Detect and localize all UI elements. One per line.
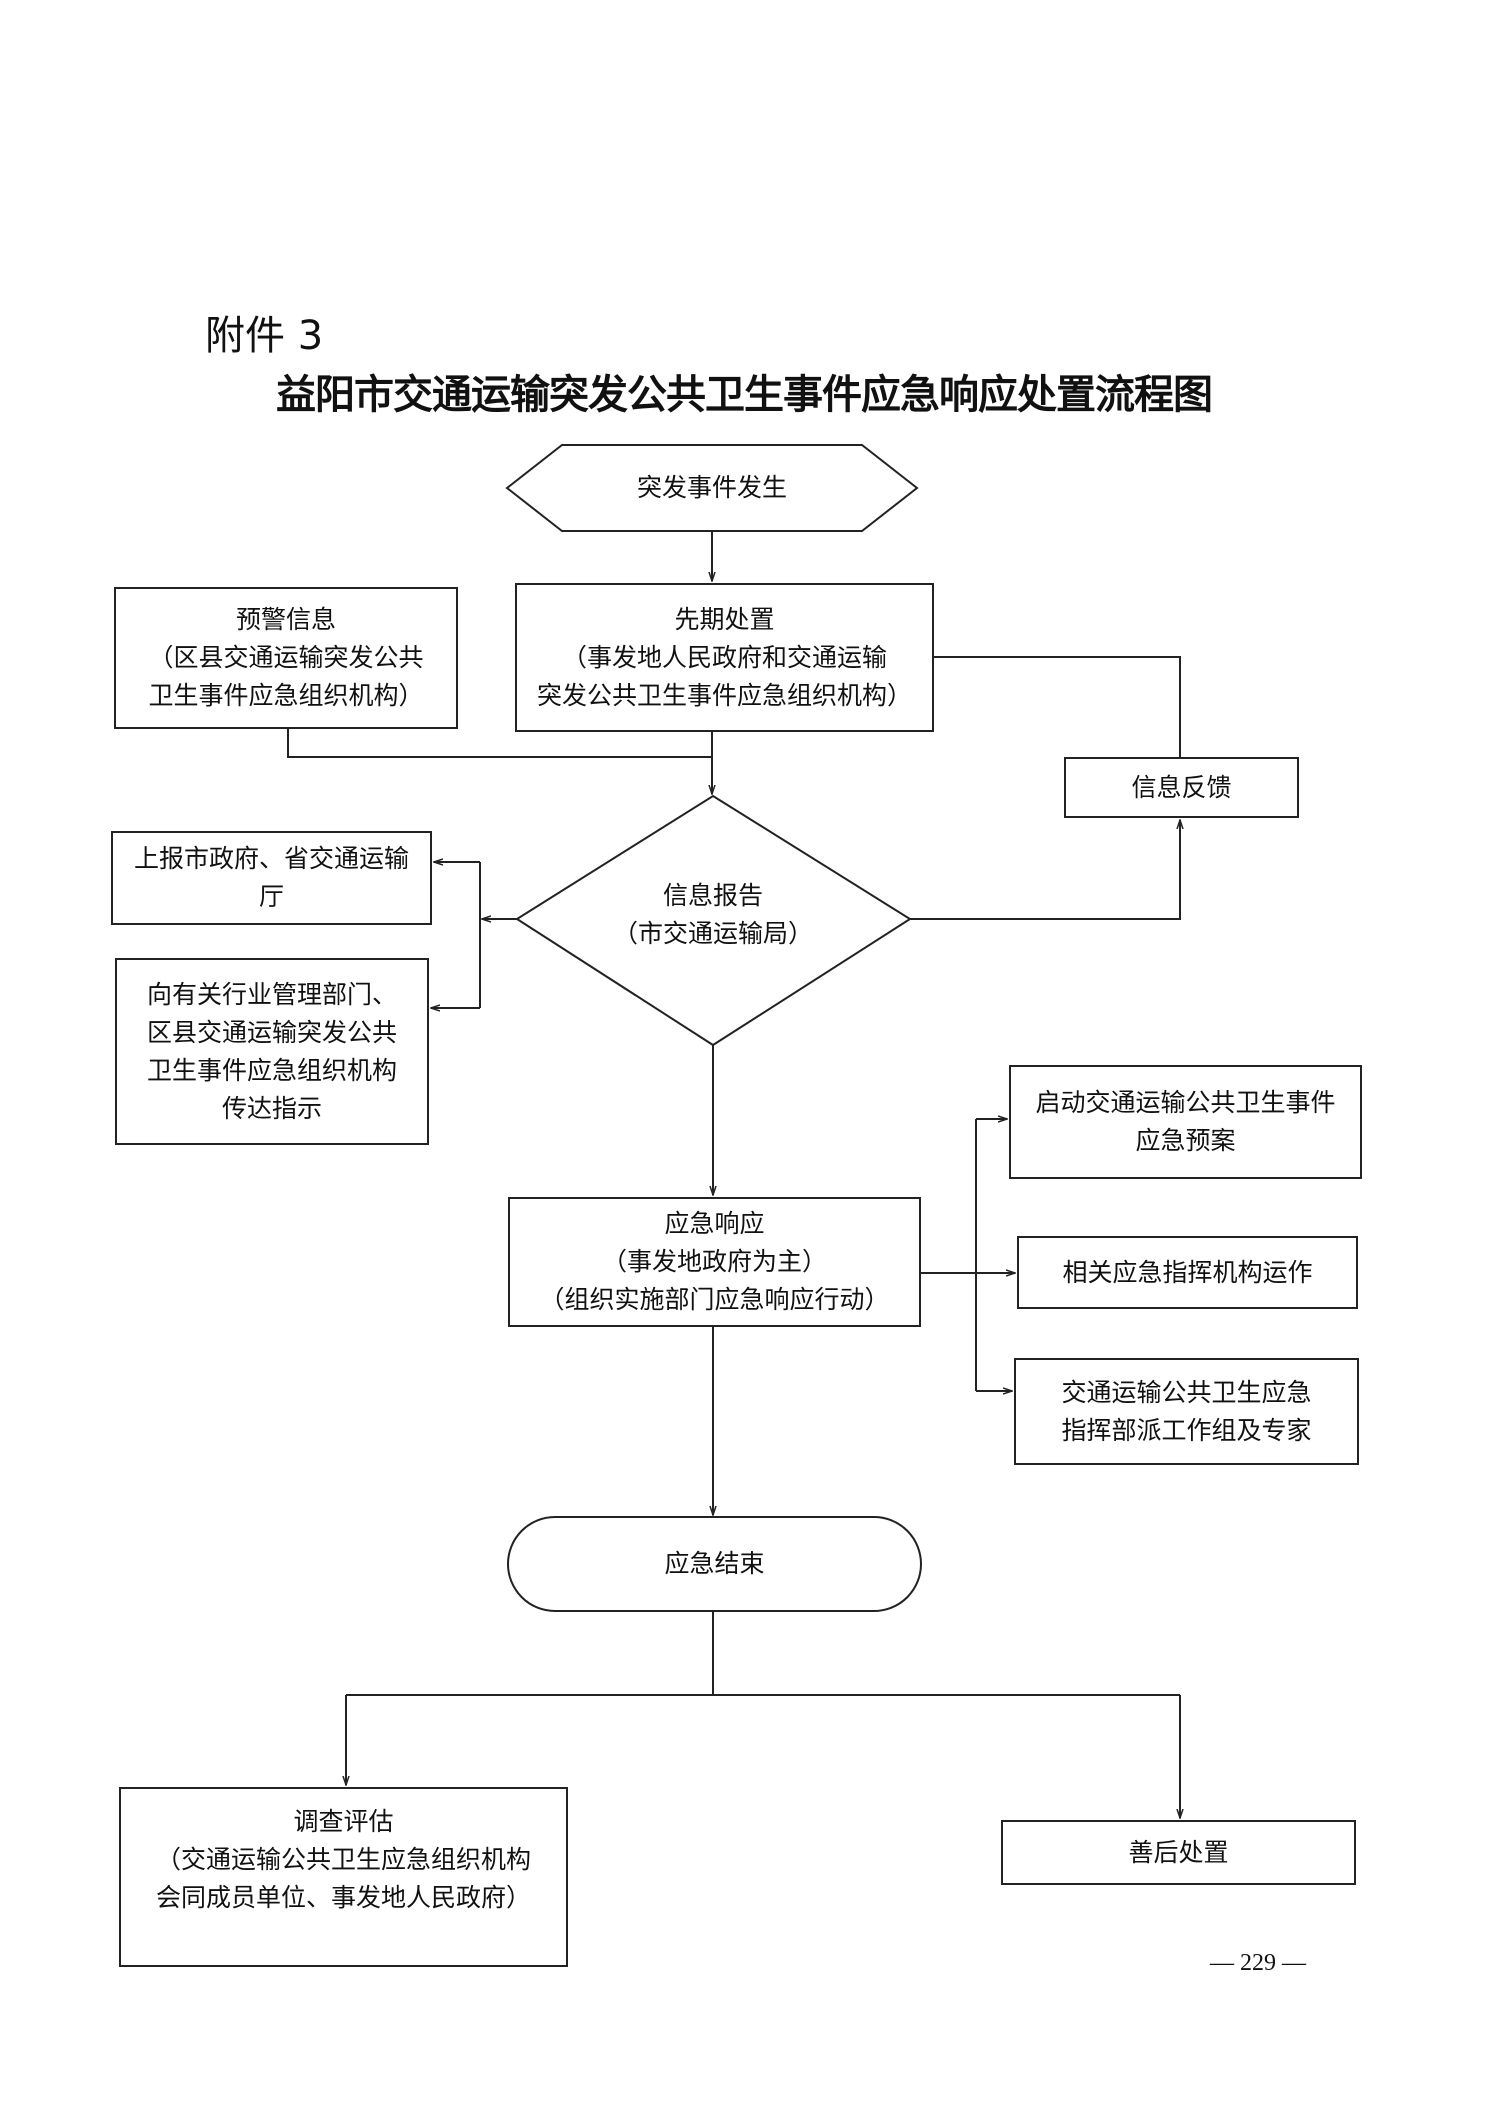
page-number: — 229 — [1210, 1950, 1306, 1976]
node-initial-line: 突发公共卫生事件应急组织机构） [536, 680, 912, 710]
node-initial: 先期处置 （事发地人民政府和交通运输 突发公共卫生事件应急组织机构） [515, 583, 934, 732]
node-end-text: 应急结束 [664, 1549, 765, 1578]
node-aftermath-text: 善后处置 [1128, 1837, 1229, 1867]
node-investigate-line: （交通运输公共卫生应急组织机构 [155, 1845, 531, 1874]
node-report-up-line: 厅 [258, 882, 284, 911]
node-end: 应急结束 [508, 1517, 921, 1611]
node-instruct-line: 卫生事件应急组织机构 [146, 1055, 397, 1085]
node-feedback-text: 信息反馈 [1131, 772, 1232, 802]
node-report-line: 信息报告 [662, 881, 763, 910]
node-response: 应急响应 （事发地政府为主） （组织实施部门应急响应行动） [508, 1197, 921, 1327]
node-response-line: （事发地政府为主） [601, 1247, 827, 1276]
node-initial-line: （事发地人民政府和交通运输 [561, 642, 887, 672]
node-report-up-line: 上报市政府、省交通运输 [133, 844, 409, 873]
node-report: 信息报告 （市交通运输局） [580, 850, 846, 980]
node-command: 相关应急指挥机构运作 [1017, 1236, 1358, 1309]
node-report-up: 上报市政府、省交通运输 厅 [111, 831, 432, 925]
node-incident: 突发事件发生 [507, 445, 917, 531]
node-instruct-line: 区县交通运输突发公共 [146, 1017, 397, 1047]
node-plan-line: 应急预案 [1135, 1126, 1236, 1155]
node-warning: 预警信息 （区县交通运输突发公共 卫生事件应急组织机构） [114, 587, 458, 729]
incident-hexagon [505, 444, 919, 532]
node-investigate-line: 调查评估 [293, 1807, 394, 1836]
node-experts-line: 指挥部派工作组及专家 [1061, 1415, 1312, 1445]
end-terminator [507, 1516, 922, 1612]
node-investigate: 调查评估 （交通运输公共卫生应急组织机构 会同成员单位、事发地人民政府） [119, 1787, 568, 1967]
node-warning-line: 卫生事件应急组织机构） [148, 681, 424, 710]
attachment-label: 附件 3 [205, 313, 324, 359]
node-warning-line: 预警信息 [235, 605, 336, 634]
node-plan: 启动交通运输公共卫生事件 应急预案 [1009, 1065, 1362, 1179]
node-experts-line: 交通运输公共卫生应急 [1061, 1377, 1312, 1407]
node-investigate-line: 会同成员单位、事发地人民政府） [155, 1883, 531, 1912]
node-response-line: （组织实施部门应急响应行动） [539, 1285, 890, 1314]
node-plan-line: 启动交通运输公共卫生事件 [1035, 1088, 1336, 1117]
node-feedback: 信息反馈 [1064, 757, 1299, 818]
node-warning-line: （区县交通运输突发公共 [148, 643, 424, 672]
node-instruct-line: 传达指示 [221, 1093, 322, 1123]
node-experts: 交通运输公共卫生应急 指挥部派工作组及专家 [1014, 1358, 1359, 1465]
node-initial-line: 先期处置 [674, 604, 775, 634]
node-aftermath: 善后处置 [1001, 1820, 1356, 1885]
node-instruct: 向有关行业管理部门、 区县交通运输突发公共 卫生事件应急组织机构 传达指示 [115, 958, 429, 1145]
node-incident-text: 突发事件发生 [636, 473, 787, 502]
node-command-text: 相关应急指挥机构运作 [1062, 1257, 1313, 1287]
node-instruct-line: 向有关行业管理部门、 [146, 979, 397, 1009]
page-title: 益阳市交通运输突发公共卫生事件应急响应处置流程图 [276, 372, 1213, 418]
node-response-line: 应急响应 [664, 1209, 765, 1238]
node-report-line: （市交通运输局） [612, 919, 813, 948]
